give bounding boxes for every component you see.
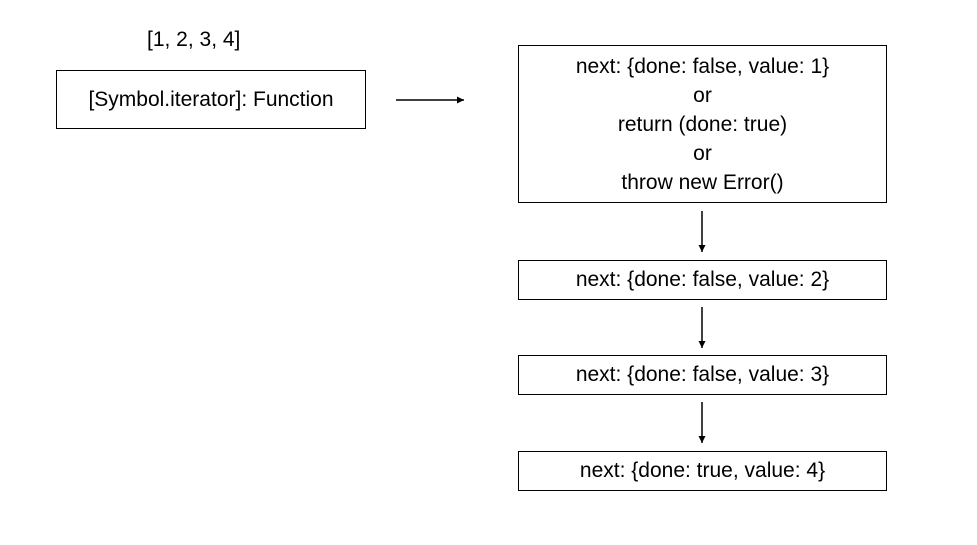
step-box-2: next: {done: false, value: 2}	[518, 260, 887, 300]
first-step-box: next: {done: false, value: 1} or return …	[518, 45, 887, 203]
first-step-throw: throw new Error()	[621, 170, 784, 194]
iterator-box: [Symbol.iterator]: Function	[56, 70, 366, 129]
array-label: [1, 2, 3, 4]	[147, 28, 241, 51]
first-step-return: return (done: true)	[617, 112, 788, 136]
first-step-or-2: or	[693, 141, 712, 165]
first-step-or-1: or	[693, 83, 712, 107]
step-box-3: next: {done: false, value: 3}	[518, 355, 887, 395]
step-box-4: next: {done: true, value: 4}	[518, 451, 887, 491]
first-step-next: next: {done: false, value: 1}	[575, 54, 830, 78]
